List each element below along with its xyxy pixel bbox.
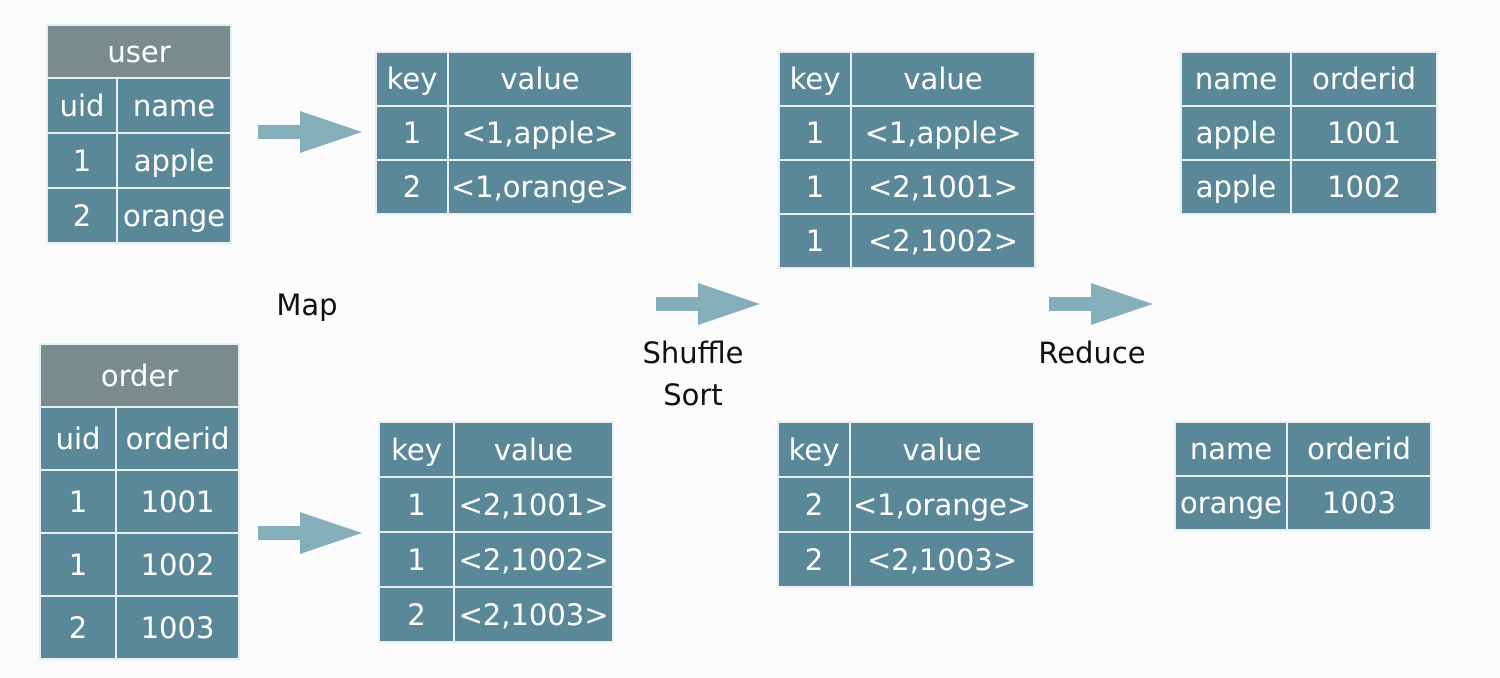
table-cell: 2 bbox=[777, 531, 851, 588]
shuffle-arrow-icon bbox=[656, 283, 760, 325]
table-cell: 1 bbox=[378, 476, 455, 533]
reduce-result1-table: name orderid apple 1001 apple 1002 bbox=[1180, 51, 1438, 215]
table-cell: <2,1002> bbox=[453, 531, 614, 588]
order-table: order uid orderid 1 1001 1 1002 2 1003 bbox=[39, 343, 240, 660]
table-cell: 1 bbox=[378, 531, 455, 588]
header-cell: key bbox=[378, 421, 455, 478]
map-output-user-table: key value 1 <1,apple> 2 <1,orange> bbox=[375, 51, 633, 215]
table-cell: orange bbox=[115, 187, 233, 244]
header-cell: value bbox=[850, 51, 1036, 107]
header-cell: key bbox=[777, 421, 851, 478]
order-table-title: order bbox=[39, 343, 240, 408]
table-cell: apple bbox=[1180, 105, 1292, 161]
header-cell: key bbox=[778, 51, 852, 107]
table-cell: 1001 bbox=[115, 469, 240, 534]
table-cell: <1,apple> bbox=[447, 105, 633, 161]
table-cell: <1,orange> bbox=[849, 476, 1035, 533]
table-cell: <2,1003> bbox=[453, 586, 614, 643]
header-cell: value bbox=[447, 51, 633, 107]
map-stage-label: Map bbox=[276, 288, 338, 322]
map-output-order-table: key value 1 <2,1001> 1 <2,1002> 2 <2,100… bbox=[378, 421, 614, 643]
table-cell: 1 bbox=[778, 213, 852, 269]
table-cell: 2 bbox=[46, 187, 118, 244]
table-cell: 1002 bbox=[1290, 159, 1438, 215]
table-cell: 1003 bbox=[115, 595, 240, 660]
table-cell: <2,1002> bbox=[850, 213, 1036, 269]
header-cell: value bbox=[453, 421, 614, 478]
header-cell: uid bbox=[39, 406, 117, 471]
table-cell: orange bbox=[1174, 475, 1288, 531]
table-cell: 1003 bbox=[1286, 475, 1432, 531]
table-cell: apple bbox=[115, 132, 233, 189]
header-cell: uid bbox=[46, 77, 118, 134]
table-cell: <1,apple> bbox=[850, 105, 1036, 161]
header-cell: name bbox=[1174, 421, 1288, 477]
table-cell: 2 bbox=[378, 586, 455, 643]
shuffle-group1-table: key value 1 <1,apple> 1 <2,1001> 1 <2,10… bbox=[778, 51, 1036, 269]
user-table-title: user bbox=[45, 24, 233, 79]
table-cell: 2 bbox=[777, 476, 851, 533]
table-cell: apple bbox=[1180, 159, 1292, 215]
table-cell: 1 bbox=[778, 105, 852, 161]
table-cell: 1 bbox=[46, 132, 118, 189]
map-order-arrow-icon bbox=[258, 512, 362, 554]
table-cell: <2,1003> bbox=[849, 531, 1035, 588]
shuffle-stage-label: Shuffle bbox=[642, 336, 744, 370]
table-cell: 1 bbox=[375, 105, 449, 161]
table-cell: 1002 bbox=[115, 532, 240, 597]
header-cell: orderid bbox=[115, 406, 240, 471]
header-cell: name bbox=[1180, 51, 1292, 107]
user-table: user uid name 1 apple 2 orange bbox=[45, 24, 233, 244]
sort-stage-label: Sort bbox=[663, 378, 723, 412]
header-cell: orderid bbox=[1286, 421, 1432, 477]
table-cell: 1 bbox=[39, 532, 117, 597]
table-cell: <1,orange> bbox=[447, 159, 633, 215]
table-cell: 1 bbox=[39, 469, 117, 534]
reduce-result2-table: name orderid orange 1003 bbox=[1174, 421, 1432, 531]
header-cell: orderid bbox=[1290, 51, 1438, 107]
reduce-stage-label: Reduce bbox=[1038, 336, 1146, 370]
map-user-arrow-icon bbox=[258, 111, 362, 153]
table-cell: 1 bbox=[778, 159, 852, 215]
table-cell: <2,1001> bbox=[453, 476, 614, 533]
header-cell: key bbox=[375, 51, 449, 107]
table-cell: <2,1001> bbox=[850, 159, 1036, 215]
table-cell: 1001 bbox=[1290, 105, 1438, 161]
header-cell: name bbox=[115, 77, 233, 134]
reduce-arrow-icon bbox=[1049, 283, 1153, 325]
header-cell: value bbox=[849, 421, 1035, 478]
shuffle-group2-table: key value 2 <1,orange> 2 <2,1003> bbox=[777, 421, 1035, 588]
table-cell: 2 bbox=[39, 595, 117, 660]
table-cell: 2 bbox=[375, 159, 449, 215]
